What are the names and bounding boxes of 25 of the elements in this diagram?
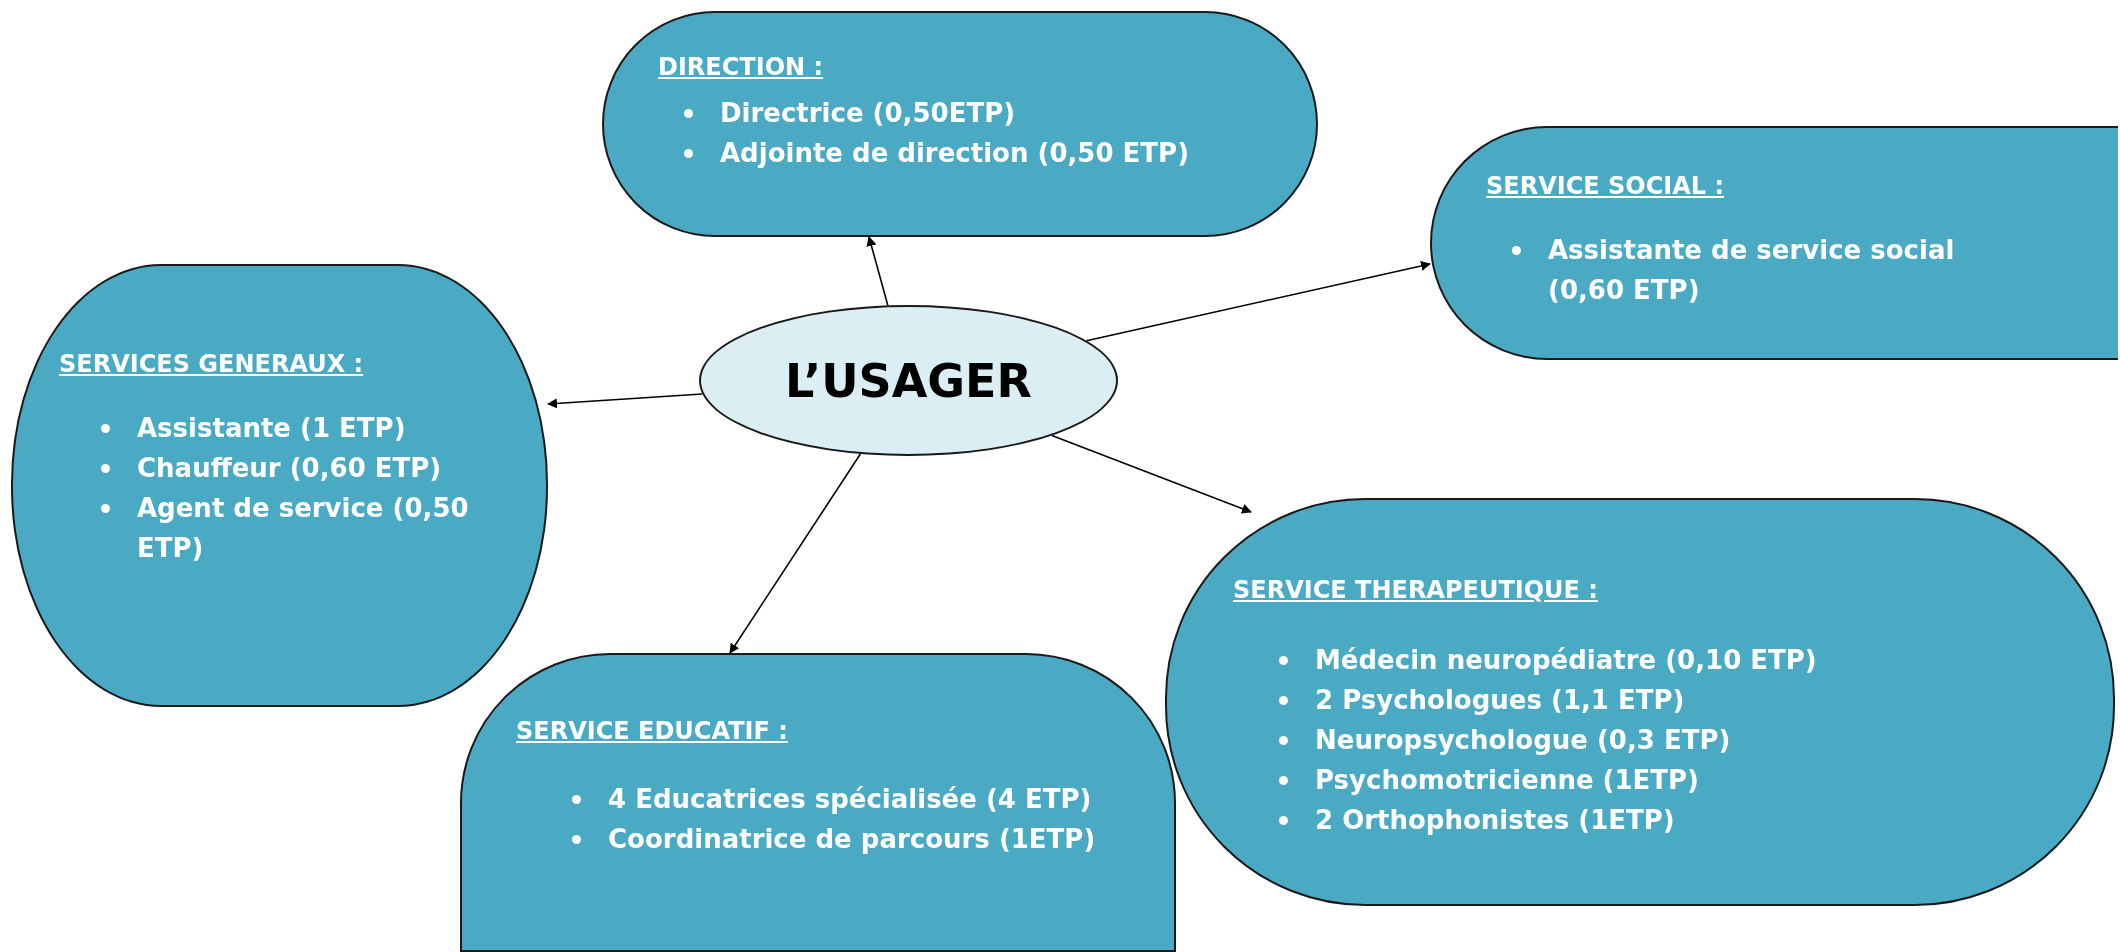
section-heading: SERVICE EDUCATIF : — [516, 717, 788, 745]
section-heading: DIRECTION : — [658, 53, 824, 81]
list-item: Chauffeur (0,60 ETP) — [137, 453, 442, 483]
section-heading: SERVICE SOCIAL : — [1486, 172, 1725, 200]
list-item: Coordinatrice de parcours (1ETP) — [608, 824, 1096, 854]
arrow — [1051, 434, 1252, 514]
list-item: Neuropsychologue (0,3 ETP) — [1315, 725, 1731, 755]
list-item: 2 Orthophonistes (1ETP) — [1315, 805, 1675, 835]
list-item: Agent de service (0,50 ETP) — [137, 493, 469, 563]
service-box — [460, 653, 1176, 952]
center-label: L’USAGER — [785, 353, 1032, 408]
service-box — [1430, 126, 2118, 360]
list-item: Assistante de service social (0,60 ETP) — [1548, 235, 1955, 305]
arrow — [729, 453, 862, 654]
list-item: Psychomotricienne (1ETP) — [1315, 765, 1699, 795]
arrow — [866, 236, 889, 307]
arrow — [1085, 261, 1431, 342]
list-item: Médecin neuropédiatre (0,10 ETP) — [1315, 645, 1817, 675]
list-item: Assistante (1 ETP) — [137, 413, 406, 443]
list-item: Directrice (0,50ETP) — [720, 98, 1016, 128]
section-heading: SERVICES GENERAUX : — [59, 350, 364, 378]
list-item: Adjointe de direction (0,50 ETP) — [720, 138, 1189, 168]
section-heading: SERVICE THERAPEUTIQUE : — [1233, 576, 1598, 604]
list-item: 4 Educatrices spécialisée (4 ETP) — [608, 784, 1092, 814]
list-item: 2 Psychologues (1,1 ETP) — [1315, 685, 1685, 715]
